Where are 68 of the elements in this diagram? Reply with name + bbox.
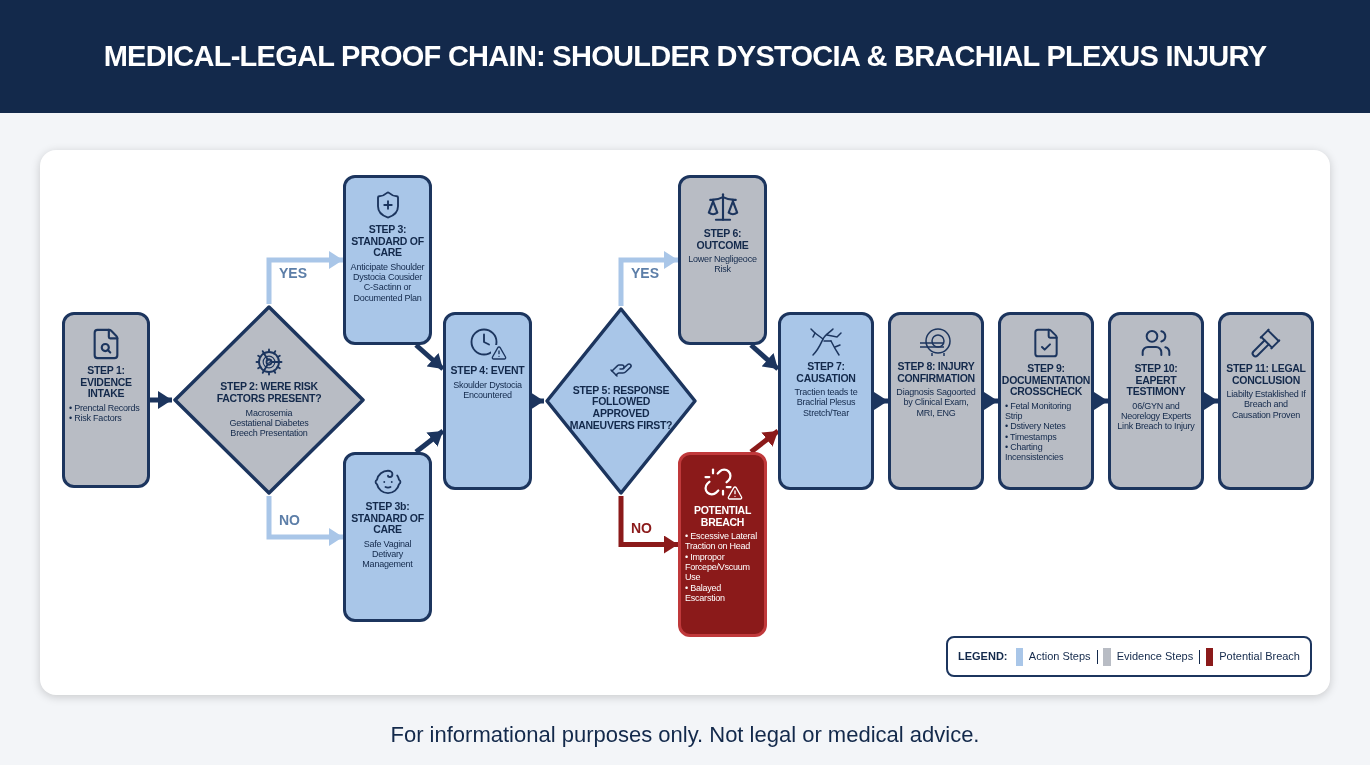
step-heading: STEP 11: LEGAL CONCLUSION (1225, 363, 1307, 387)
process-box (343, 175, 432, 345)
arrow (1204, 392, 1218, 410)
step-description: 06/GYN and Neorelogy Experts Link Breach to Injury (1116, 400, 1196, 432)
step-description: Skoulder Dystocia Encountered (452, 379, 523, 401)
bullet-item: • Charting Incensistencies (1005, 442, 1065, 463)
process-box (343, 452, 432, 622)
step-description: Safe Vaginal Detivary Management (361, 538, 414, 570)
legend-title: LEGEND: (958, 649, 1008, 665)
step-heading: STEP 6: OUTCOME (695, 228, 750, 252)
process-box (62, 312, 150, 488)
step-description: Macrosemia (245, 407, 293, 418)
footer-disclaimer: For informational purposes only. Not legal or medical advice. (389, 721, 981, 749)
step-description: Breech Presentation (230, 428, 308, 439)
process-box (778, 312, 874, 490)
step-description: Diagnosis Sagoorted by Clinical Exam, MRI, ENG (895, 387, 977, 419)
process-box (678, 175, 767, 345)
process-box (888, 312, 984, 490)
step-heading: STEP 3b: STANDARD OF CARE (350, 501, 425, 536)
step-description: Tractien teads te Braclrial Plesus Stretch/Tear (793, 387, 859, 419)
legend-label: Evidence Steps (1116, 649, 1194, 665)
step-heading: STEP 10: EAPERT TESTIMONY (1125, 363, 1187, 398)
legend-label: Potential Breach (1219, 649, 1300, 665)
edge-label: NO (277, 513, 302, 527)
breach-box (678, 452, 767, 637)
arrow (618, 496, 678, 554)
arrow (414, 343, 445, 371)
arrow (150, 391, 172, 409)
bullet-item: • Prenctal Records (69, 402, 141, 413)
arrow (1094, 392, 1108, 410)
decision-diamond (172, 304, 366, 496)
process-box (1108, 312, 1204, 490)
arrow (749, 429, 780, 454)
arrow (414, 429, 445, 454)
arrow (618, 251, 678, 306)
bullet-item: • Risk Factors (69, 413, 123, 424)
step-heading: POTENTIAL BREACH (692, 505, 753, 529)
process-box (1218, 312, 1314, 490)
arrow (749, 343, 780, 371)
step-heading: STEP 5: RESPONSE FOLLOWED APPROVED MANEUVERS FIRST? (569, 384, 673, 432)
step-description: Anticipate Shoulder Dystocia Cousider C-Sactinn or Documented Plan (350, 261, 425, 303)
arrow (874, 392, 888, 410)
step-heading: STEP 3: STANDARD OF CARE (350, 224, 425, 259)
arrow (266, 496, 343, 546)
edge-label: YES (629, 266, 661, 280)
step-heading: STEP 7: CAUSATION (795, 361, 857, 385)
step-heading: STEP 4: EVENT (450, 365, 525, 377)
legend-label: Action Steps (1028, 649, 1091, 665)
step-heading: STEP 9: DOCUMENTATION CROSSCHECK (1001, 363, 1091, 398)
bullet-item: • Timestamps (1005, 431, 1058, 442)
arrow (530, 392, 544, 410)
process-box (998, 312, 1094, 490)
step-heading: STEP 8: INJURY CONFIRMATION (896, 361, 976, 385)
bullet-item: • Escessive Lateral Traction on Head (685, 531, 758, 552)
step-description: Lower Negligeoce Risk (687, 254, 758, 275)
bullet-item: • Impropor Forcepe/Vscuum Use (685, 551, 751, 583)
step-heading: STEP 1: EVIDENCE INTAKE (79, 365, 133, 400)
arrow (266, 251, 343, 304)
step-description: Gestatienal Diabetes (229, 417, 309, 429)
step-description: Liabilty Estaklished If Breach and Causation Proven (1225, 389, 1307, 421)
step-heading: STEP 2: WERE RISK FACTORS PRESENT? (215, 381, 323, 405)
bullet-item: • Balayed Escarstion (685, 582, 726, 604)
edge-label: YES (277, 266, 309, 280)
bullet-item: • Dstivery Netes (1005, 421, 1067, 432)
arrow (984, 392, 998, 410)
bullet-item: • Fetal Monitoring Strip (1005, 400, 1073, 422)
diagram-title: MEDICAL-LEGAL PROOF CHAIN: SHOULDER DYSTOCIA & BRACHIAL PLEXUS INJURY (103, 38, 1267, 74)
process-box (443, 312, 532, 490)
